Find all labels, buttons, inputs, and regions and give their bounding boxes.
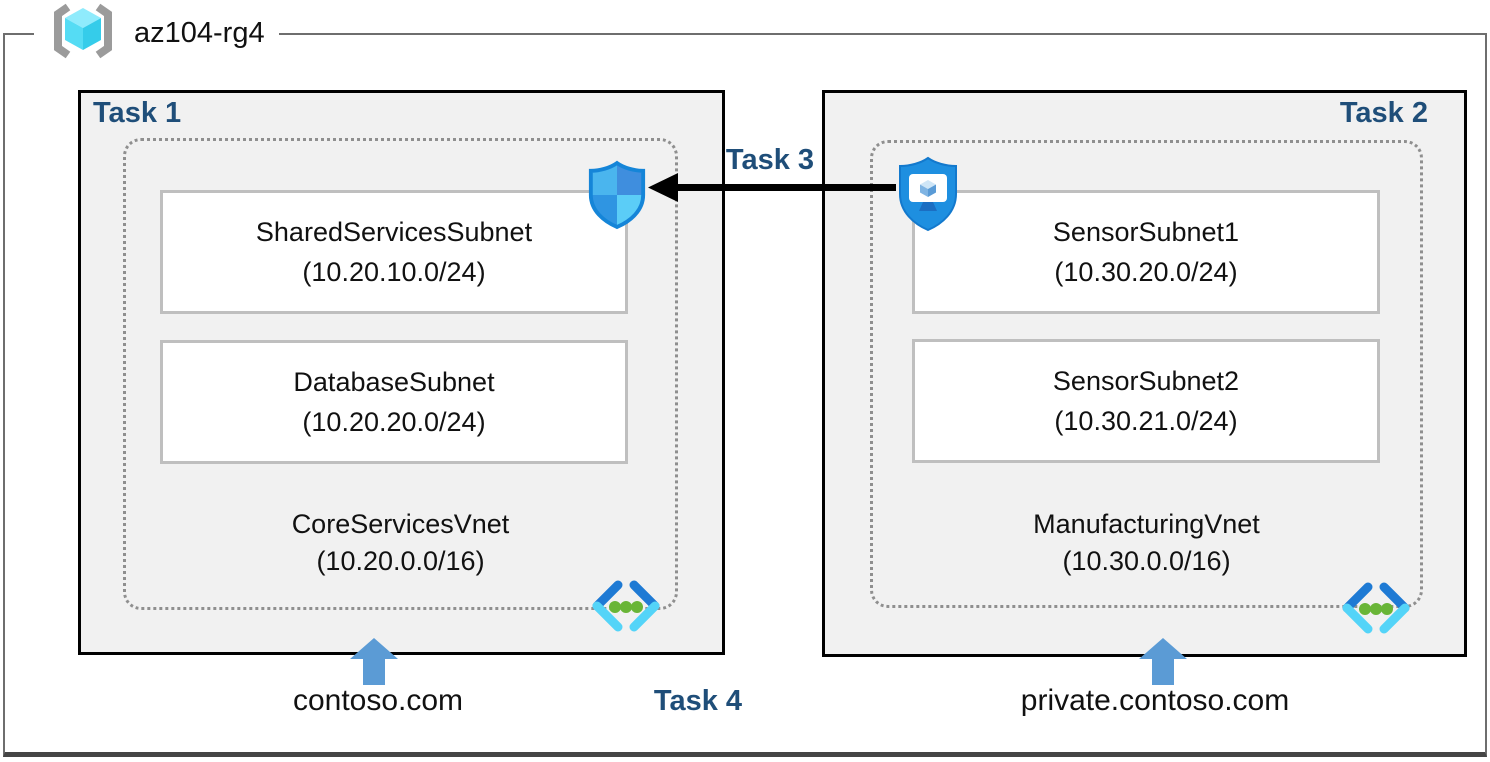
subnet-name: SharedServicesSubnet (255, 217, 533, 247)
subnet-cidr: (10.20.20.0/24) (302, 407, 486, 437)
task4-label: Task 4 (653, 685, 743, 717)
sensor-subnet1-box: SensorSubnet1 (10.30.20.0/24) (912, 190, 1380, 314)
subnet-name: DatabaseSubnet (293, 367, 495, 397)
task2-label: Task 2 (1339, 97, 1428, 129)
subnet-cidr: (10.30.20.0/24) (1054, 257, 1238, 287)
private-contoso-dns-label: private.contoso.com (1020, 684, 1290, 717)
resource-group-name: az104-rg4 (134, 16, 265, 49)
vnet-cidr: (10.30.0.0/16) (1062, 546, 1231, 576)
core-services-vnet-boundary (123, 138, 678, 610)
resource-group-header: az104-rg4 (34, 2, 279, 64)
sensor-subnet2-box: SensorSubnet2 (10.30.21.0/24) (912, 339, 1380, 463)
resource-group-icon (48, 2, 118, 65)
subnet-name: SensorSubnet1 (1052, 217, 1240, 247)
shared-services-subnet-box: SharedServicesSubnet (10.20.10.0/24) (160, 190, 628, 314)
manufacturing-vnet-label: ManufacturingVnet (10.30.0.0/16) (870, 506, 1423, 580)
task3-label: Task 3 (725, 144, 815, 176)
subnet-cidr: (10.20.10.0/24) (302, 257, 486, 287)
contoso-dns-label: contoso.com (292, 684, 464, 717)
database-subnet-box: DatabaseSubnet (10.20.20.0/24) (160, 340, 628, 464)
vnet-name: ManufacturingVnet (1033, 509, 1260, 539)
vnet-cidr: (10.20.0.0/16) (316, 546, 485, 576)
resource-group-boundary (3, 33, 1487, 757)
subnet-cidr: (10.30.21.0/24) (1054, 406, 1238, 436)
task1-label: Task 1 (93, 97, 182, 129)
core-services-vnet-label: CoreServicesVnet (10.20.0.0/16) (123, 506, 678, 580)
vnet-name: CoreServicesVnet (291, 509, 510, 539)
subnet-name: SensorSubnet2 (1052, 366, 1240, 396)
manufacturing-vnet-boundary (870, 140, 1423, 608)
